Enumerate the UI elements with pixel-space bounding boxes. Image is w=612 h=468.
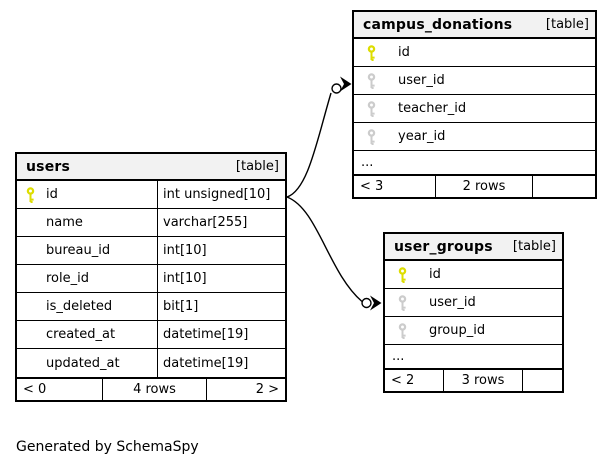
column-row: role_id int[10]	[17, 265, 285, 293]
table-header: users [table]	[17, 154, 285, 181]
table-node-user-groups[interactable]: user_groups [table] id user_id	[383, 232, 564, 393]
row-count: 3 rows	[444, 370, 523, 391]
relationship-users-user-groups	[286, 196, 382, 311]
column-type: datetime[19]	[163, 327, 249, 342]
table-node-users[interactable]: users [table] id int unsigned[10] name v…	[15, 152, 287, 402]
related-tables-out-count	[523, 370, 562, 391]
related-tables-in-count: < 0	[17, 379, 103, 400]
table-type-badge: [table]	[545, 17, 589, 32]
primary-key-icon	[398, 266, 407, 283]
table-type-badge: [table]	[512, 239, 556, 254]
primary-key-icon	[26, 186, 35, 203]
generated-by-note: Generated by SchemaSpy	[16, 439, 199, 455]
foreign-key-icon	[367, 100, 376, 117]
truncated-columns-row: ...	[361, 155, 374, 170]
column-name: bureau_id	[46, 243, 111, 258]
column-row: user_id	[354, 67, 595, 95]
column-type: datetime[19]	[163, 355, 249, 371]
arrowhead-icon	[340, 76, 352, 92]
table-name: users	[26, 158, 71, 175]
table-footer: < 2 3 rows	[385, 368, 562, 391]
column-name: role_id	[46, 271, 89, 286]
arrowhead-icon	[370, 295, 382, 311]
column-name: id	[398, 45, 410, 60]
zero-or-one-circle-marker	[361, 297, 372, 309]
column-name: created_at	[46, 327, 116, 342]
column-row: is_deleted bit[1]	[17, 293, 285, 321]
column-row: bureau_id int[10]	[17, 237, 285, 265]
zero-or-one-circle-marker	[331, 83, 342, 94]
column-name: year_id	[398, 129, 446, 144]
table-type-badge: [table]	[235, 159, 279, 174]
row-count: 2 rows	[436, 176, 533, 197]
column-row: id	[385, 261, 562, 289]
column-name: user_id	[429, 295, 476, 310]
column-row: teacher_id	[354, 95, 595, 123]
column-name: name	[46, 215, 83, 230]
column-type: int[10]	[163, 243, 207, 258]
related-tables-in-count: < 2	[385, 370, 444, 391]
foreign-key-icon	[367, 72, 376, 89]
column-name: updated_at	[46, 355, 120, 371]
related-tables-out-count	[533, 176, 595, 197]
column-name: is_deleted	[46, 299, 113, 314]
related-tables-out-count: 2 >	[255, 382, 279, 397]
column-row: id int unsigned[10]	[17, 181, 285, 209]
table-footer: < 0 4 rows 2 >	[17, 377, 285, 400]
column-name: group_id	[429, 323, 486, 338]
primary-key-icon	[367, 44, 376, 61]
foreign-key-icon	[367, 128, 376, 145]
column-type: varchar[255]	[163, 215, 248, 230]
column-name: id	[46, 187, 58, 202]
table-name: campus_donations	[363, 16, 513, 33]
table-footer: < 3 2 rows	[354, 174, 595, 197]
truncated-columns-row: ...	[392, 349, 405, 364]
column-row: created_at datetime[19]	[17, 321, 285, 349]
column-row: updated_at datetime[19]	[17, 349, 285, 377]
foreign-key-icon	[398, 294, 407, 311]
column-row: user_id	[385, 289, 562, 317]
relationship-users-campus-donations	[286, 76, 352, 198]
column-name: teacher_id	[398, 101, 467, 116]
row-count: 4 rows	[103, 379, 207, 400]
related-tables-in-count: < 3	[354, 176, 436, 197]
table-header: user_groups [table]	[385, 234, 562, 261]
foreign-key-icon	[398, 322, 407, 339]
fk-curve-users-id-to-campus-donations-user-id	[286, 92, 332, 198]
table-header: campus_donations [table]	[354, 12, 595, 39]
column-row: year_id	[354, 123, 595, 151]
column-row: id	[354, 39, 595, 67]
column-name: id	[429, 267, 441, 282]
fk-curve-users-id-to-user-groups-user-id	[286, 196, 363, 303]
column-type: bit[1]	[163, 299, 199, 314]
column-row: group_id	[385, 317, 562, 345]
table-name: user_groups	[394, 238, 493, 255]
column-type: int[10]	[163, 271, 207, 286]
column-row: name varchar[255]	[17, 209, 285, 237]
column-name: user_id	[398, 73, 445, 88]
column-type: int unsigned[10]	[163, 187, 271, 202]
table-node-campus-donations[interactable]: campus_donations [table] id user_id	[352, 10, 597, 199]
